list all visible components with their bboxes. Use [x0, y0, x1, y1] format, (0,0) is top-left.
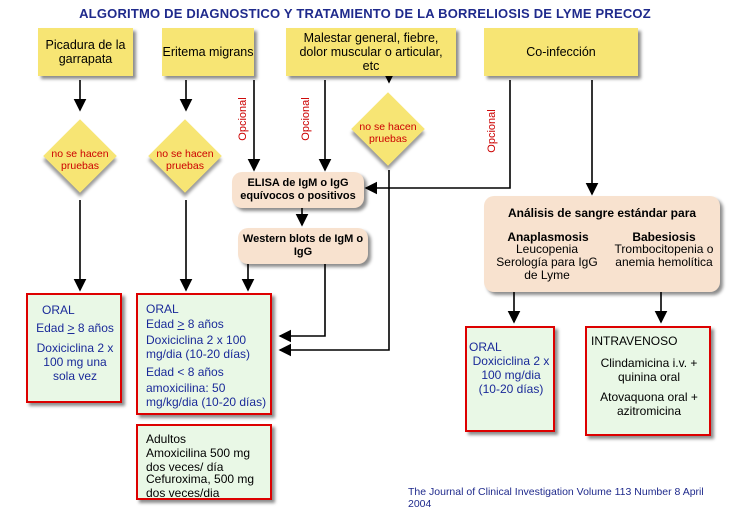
elisa-label: ELISA de IgM o IgG equívocos o positivos: [240, 177, 356, 202]
tick-bite-box: Picadura de la garrapata: [38, 28, 133, 76]
western-blot-label: Western blots de IgM o IgG: [242, 233, 364, 258]
optional-label-1: Opcional: [237, 97, 249, 141]
western-blot-box: Western blots de IgM o IgG: [238, 228, 368, 264]
page-title: ALGORITMO DE DIAGNOSTICO Y TRATAMIENTO D…: [79, 6, 651, 21]
box2-drug-2: amoxicilina: 50 mg/kg/dia (10-20 días): [146, 381, 267, 409]
intravenous-box: INTRAVENOSO Clindamicina i.v. + quinina …: [585, 326, 711, 436]
babesiosis-heading: Babesiosis: [632, 230, 696, 244]
box5-route: INTRAVENOSO: [591, 334, 678, 348]
elisa-box: ELISA de IgM o IgG equívocos o positivos: [232, 172, 364, 208]
box4-drug: Doxiciclina 2 x 100 mg/dia (10-20 días): [472, 354, 550, 396]
symptoms-box: Malestar general, fiebre, dolor muscular…: [286, 28, 456, 76]
box5-drug-2: Atovaquona oral + azitromicina: [600, 390, 698, 418]
box2-route: ORAL: [146, 302, 179, 316]
citation-footer: The Journal of Clinical Investigation Vo…: [408, 486, 704, 510]
box1-route: ORAL: [42, 303, 75, 317]
anaplasmosis-heading: Anaplasmosis: [507, 230, 589, 244]
oral-doxycycline-box: ORAL Doxiciclina 2 x 100 mg/dia (10-20 d…: [465, 326, 555, 432]
tick-bite-label: Picadura de la garrapata: [45, 38, 126, 66]
box2-age-2: Edad < 8 años: [146, 365, 224, 379]
box2-age-1: Edad > 8 años: [146, 317, 224, 331]
coinfection-box: Co-infección: [484, 28, 638, 76]
diamond-label-3: no se hacen pruebas: [359, 121, 417, 145]
box5-drug-1: Clindamicina i.v. + quinina oral: [600, 356, 698, 384]
box3-adults: Adultos: [146, 432, 187, 446]
erythema-migrans-box: Eritema migrans: [162, 28, 254, 76]
diamond-label-1: no se hacen pruebas: [51, 148, 109, 172]
blood-test-title: Análisis de sangre estándar para: [507, 206, 697, 220]
optional-label-3: Opcional: [486, 109, 498, 153]
box3-drug-2: Cefuroxima, 500 mg dos veces/dia: [146, 472, 255, 500]
babesiosis-text: Trombocitopenia o anemia hemolítica: [614, 242, 714, 269]
adults-box: Adultos Amoxicilina 500 mg dos veces/ dí…: [136, 424, 272, 500]
box4-route: ORAL: [469, 340, 502, 354]
optional-label-2: Opcional: [300, 97, 312, 141]
box3-drug-1: Amoxicilina 500 mg dos veces/ día: [146, 446, 251, 474]
oral-single-dose-box: ORAL Edad > 8 años Doxiciclina 2 x 100 m…: [26, 293, 122, 403]
blood-test-box: Análisis de sangre estándar para Anaplas…: [484, 196, 720, 292]
oral-course-box: ORAL Edad > 8 años Doxiciclina 2 x 100 m…: [136, 293, 272, 415]
diamond-label-2: no se hacen pruebas: [156, 148, 214, 172]
coinfection-label: Co-infección: [526, 45, 596, 59]
erythema-migrans-label: Eritema migrans: [162, 45, 254, 59]
anaplasmosis-text: Leucopenia Serología para IgG de Lyme: [496, 242, 598, 282]
box1-age: Edad > 8 años: [36, 321, 114, 335]
box1-drug: Doxiciclina 2 x 100 mg una sola vez: [36, 341, 114, 383]
box2-drug-1: Doxiciclina 2 x 100 mg/dia (10-20 días): [146, 333, 251, 361]
symptoms-label: Malestar general, fiebre, dolor muscular…: [299, 31, 443, 73]
